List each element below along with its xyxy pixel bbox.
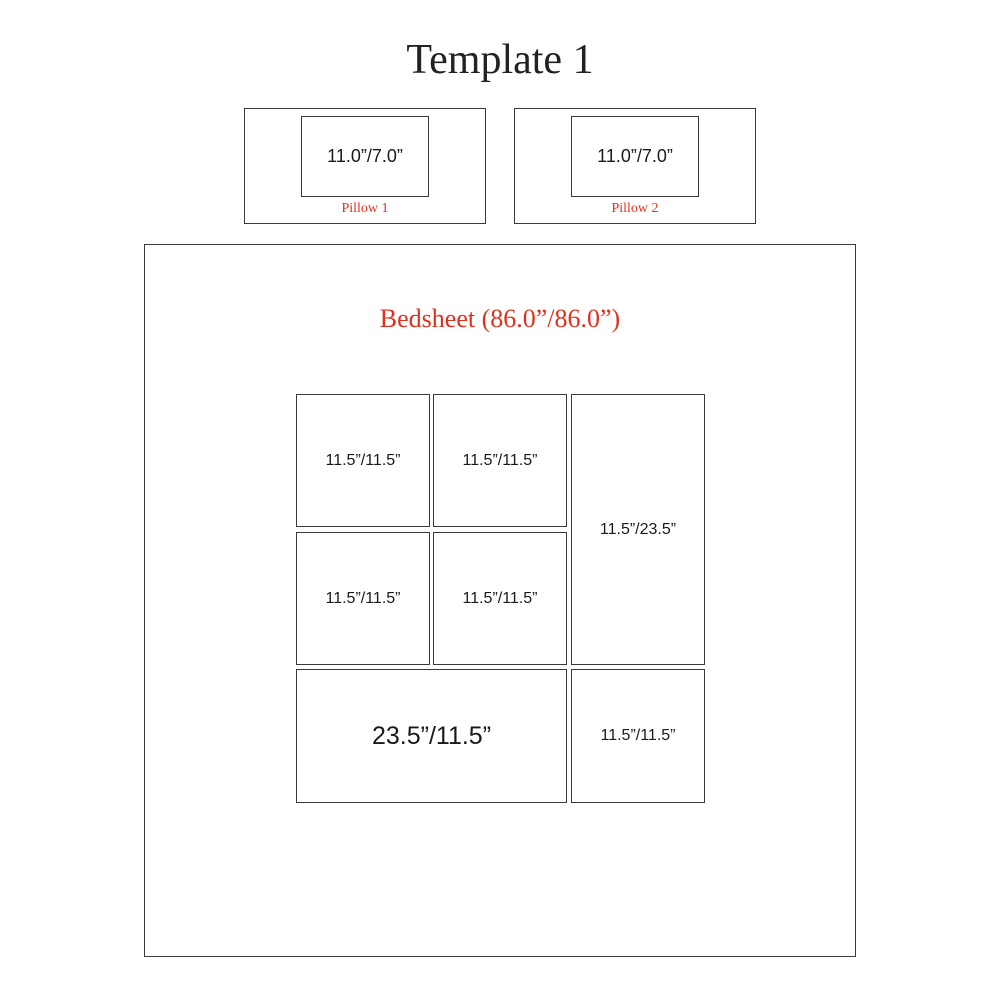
pillow-2-label: Pillow 2	[611, 201, 659, 216]
bedsheet-panel-7: 11.5”/11.5”	[571, 669, 705, 803]
page-title: Template 1	[406, 37, 594, 83]
bedsheet-panel-3: 11.5”/23.5”	[571, 394, 705, 665]
bedsheet-panel-6: 23.5”/11.5”	[296, 669, 567, 803]
bedsheet-panel-1: 11.5”/11.5”	[296, 394, 430, 527]
bedsheet-panel-5: 11.5”/11.5”	[433, 532, 567, 665]
bedsheet-label: Bedsheet (86.0”/86.0”)	[379, 304, 621, 333]
pillow-2-panel: 11.0”/7.0”	[571, 116, 699, 197]
pillow-1-label: Pillow 1	[341, 201, 389, 216]
bedsheet-panel-4: 11.5”/11.5”	[296, 532, 430, 665]
bedsheet-panel-2: 11.5”/11.5”	[433, 394, 567, 527]
pillow-1-panel: 11.0”/7.0”	[301, 116, 429, 197]
